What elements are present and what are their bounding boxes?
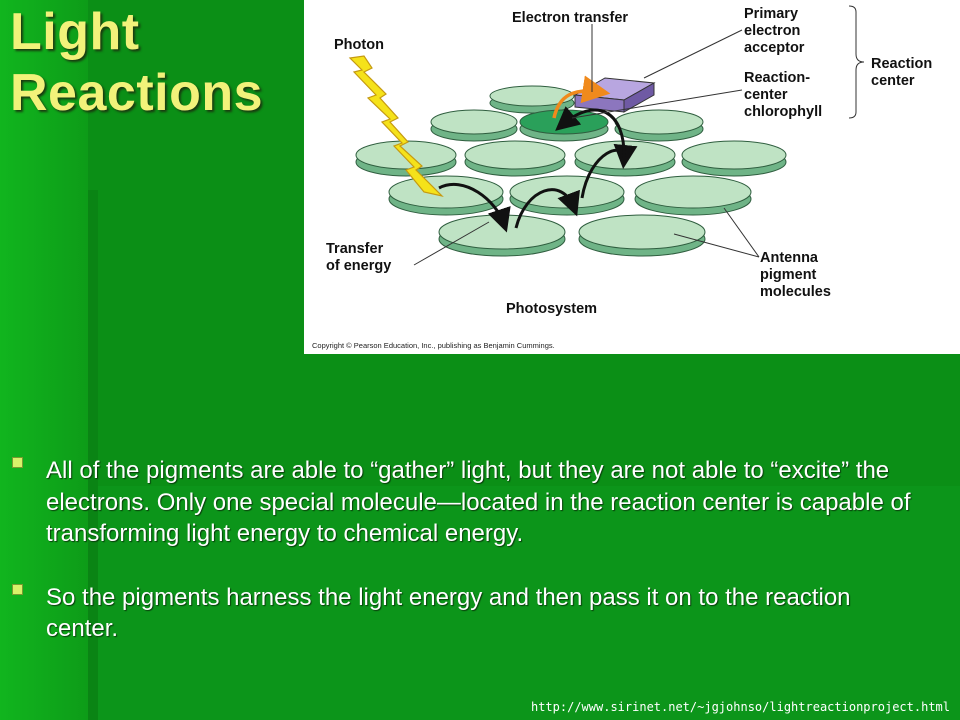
source-url: http://www.sirinet.net/~jgjohnso/lightre… — [530, 700, 950, 714]
copyright-notice: Copyright © Pearson Education, Inc., pub… — [312, 341, 555, 350]
slide-title: Light Reactions — [10, 2, 263, 124]
bullet-square-icon — [12, 457, 23, 468]
antenna-pigment-disc — [578, 214, 706, 257]
background-lower-panel — [98, 486, 960, 720]
antenna-pigment-disc — [489, 85, 575, 114]
antenna-pigment-disc — [634, 175, 752, 216]
label-rc-chlorophyll-line-3: chlorophyll — [744, 104, 822, 120]
electron-transfer-arrow — [552, 75, 611, 119]
bullet-item-1: All of the pigments are able to “gather”… — [12, 455, 912, 550]
label-rc-chlorophyll-line-2: center — [744, 87, 788, 103]
energy-arrow-4 — [555, 106, 626, 161]
photosystem-diagram-svg: Photon Electron transfer Primary electro… — [312, 5, 932, 350]
label-primary-acceptor-line-2: electron — [744, 23, 800, 39]
slide-title-line-1: Light — [10, 3, 140, 61]
antenna-pigment-disc — [464, 140, 566, 177]
antenna-pigment-disc — [614, 109, 704, 142]
photon-bolt — [348, 55, 444, 198]
photosystem-diagram: Photon Electron transfer Primary electro… — [304, 0, 960, 354]
label-reaction-center-line-2: center — [871, 73, 915, 89]
slide-title-line-2: Reactions — [10, 64, 264, 122]
antenna-disc-group — [355, 85, 787, 257]
bullet-square-icon — [12, 583, 23, 595]
label-antenna-line-2: pigment — [760, 267, 817, 283]
label-photon: Photon — [334, 37, 384, 53]
label-primary-acceptor-line-1: Primary — [744, 6, 798, 22]
antenna-pigment-disc — [681, 140, 787, 177]
antenna-pigment-disc — [388, 175, 504, 216]
bullet-text-1: All of the pigments are able to “gather”… — [46, 457, 911, 547]
label-transfer-of-energy-line-2: of energy — [326, 258, 391, 274]
label-primary-acceptor-line-3: acceptor — [744, 40, 805, 56]
label-antenna-line-3: molecules — [760, 284, 831, 300]
antenna-pigment-disc — [430, 109, 518, 142]
label-photosystem: Photosystem — [506, 301, 597, 317]
bullet-item-2: So the pigments harness the light energy… — [12, 582, 912, 645]
leader-lines — [413, 5, 865, 266]
bullet-list: All of the pigments are able to “gather”… — [12, 455, 912, 677]
label-reaction-center-line-1: Reaction — [871, 56, 932, 72]
background-left-band — [0, 0, 88, 720]
label-rc-chlorophyll-line-1: Reaction- — [744, 70, 810, 86]
label-transfer-of-energy-line-1: Transfer — [326, 241, 384, 257]
energy-arrow-1 — [438, 182, 511, 233]
bullet-text-2: So the pigments harness the light energy… — [46, 583, 851, 643]
background-mid-band — [88, 190, 98, 720]
label-antenna-line-1: Antenna — [760, 250, 819, 266]
label-electron-transfer: Electron transfer — [512, 10, 628, 26]
energy-arrow-2 — [514, 188, 580, 229]
